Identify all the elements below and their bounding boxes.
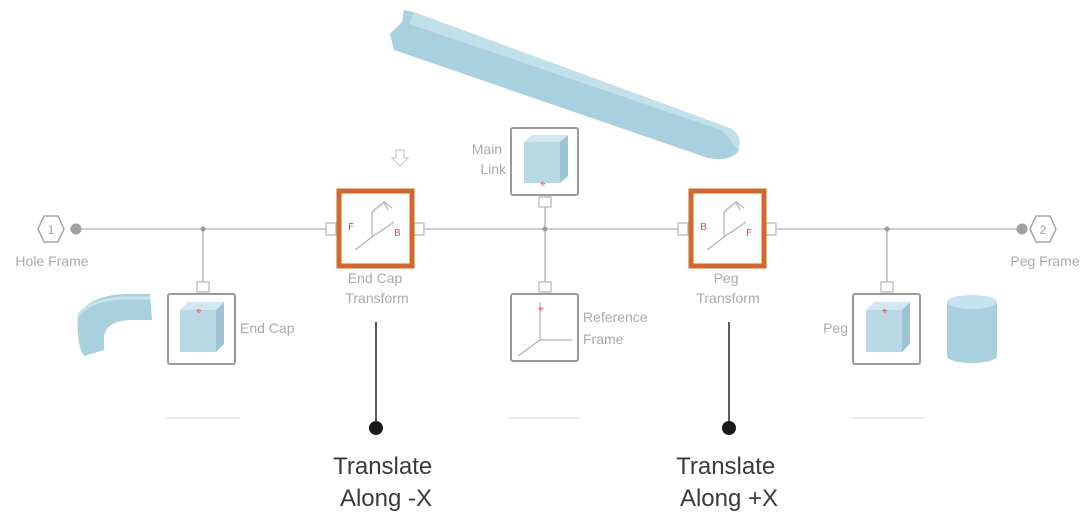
callout-dot-right: [722, 421, 736, 435]
end-cap-transform-block[interactable]: F B: [325, 188, 425, 269]
peg-transform-block[interactable]: B F: [677, 188, 777, 269]
arrow-down-icon: [390, 149, 410, 167]
label-line-1: End Cap: [348, 270, 403, 286]
peg-transform-label: Peg Transform: [696, 270, 759, 306]
callout-left-text: Translate Along -X: [333, 453, 439, 512]
port-top: [538, 281, 552, 293]
cube-icon: [866, 302, 910, 352]
transform-icon: [706, 201, 747, 251]
axes-icon: [517, 302, 572, 357]
callout-line-1: Translate: [333, 453, 432, 480]
callout-right-text: Translate Along +X: [676, 453, 782, 512]
label-line-2: Transform: [696, 290, 759, 306]
rigid-frame-marker: ⌖: [196, 306, 202, 317]
outport-peg-frame[interactable]: 2: [1016, 215, 1057, 243]
callout-line-2: Along -X: [340, 485, 432, 512]
peg-geometry: [947, 295, 997, 363]
inport-hole-frame[interactable]: 1: [37, 215, 82, 243]
port-label-f: F: [746, 228, 752, 239]
reference-frame-block[interactable]: ⌖: [510, 281, 579, 362]
end-cap-block[interactable]: ⌖: [167, 281, 236, 365]
junction-dot: [542, 226, 548, 232]
highlight-box: [688, 188, 767, 269]
port-bottom: [538, 196, 552, 208]
label-line-2: Transform: [345, 290, 408, 306]
rigid-frame-marker: ⌖: [882, 306, 888, 317]
junction-dot: [884, 226, 890, 232]
main-link-label: Main Link: [472, 141, 507, 177]
port-label-b: B: [394, 228, 401, 239]
callout-line-2: Along +X: [680, 485, 778, 512]
transform-icon: [354, 201, 395, 251]
peg-block[interactable]: ⌖: [852, 281, 921, 365]
inport-label: Hole Frame: [15, 253, 88, 269]
label-line-1: Main: [472, 141, 502, 157]
outport-number: 2: [1040, 223, 1047, 237]
label-line-2: Frame: [583, 331, 624, 347]
port-left: [325, 222, 337, 236]
cube-icon: [524, 135, 568, 183]
end-cap-label: End Cap: [240, 320, 295, 336]
port-label-f: F: [348, 222, 354, 233]
port-right: [765, 222, 777, 236]
label-line-2: Link: [480, 161, 507, 177]
main-link-geometry: [390, 10, 740, 160]
rigid-frame-marker: ⌖: [540, 179, 546, 190]
reference-frame-label: Reference Frame: [583, 309, 651, 347]
block-frame: [510, 293, 579, 362]
port-label-b: B: [700, 222, 707, 233]
inport-number: 1: [48, 223, 55, 237]
end-cap-geometry: [76, 294, 152, 356]
cube-icon: [180, 302, 224, 352]
main-link-block[interactable]: ⌖: [510, 127, 579, 208]
end-cap-transform-label: End Cap Transform: [345, 270, 408, 306]
label-line-1: Peg: [714, 270, 739, 286]
port-connector-dot: [1016, 223, 1028, 235]
port-top: [196, 281, 210, 293]
peg-label: Peg: [823, 320, 848, 336]
label-line-1: Reference: [583, 309, 648, 325]
rigid-frame-marker: ⌖: [538, 304, 544, 315]
port-right: [413, 222, 425, 236]
junction-dot: [200, 226, 206, 232]
outport-label: Peg Frame: [1010, 253, 1079, 269]
highlight-box: [336, 188, 415, 269]
port-left: [677, 222, 689, 236]
port-connector-dot: [70, 223, 82, 235]
callout-line-1: Translate: [676, 453, 775, 480]
port-top: [880, 281, 894, 293]
callout-dot-left: [369, 421, 383, 435]
